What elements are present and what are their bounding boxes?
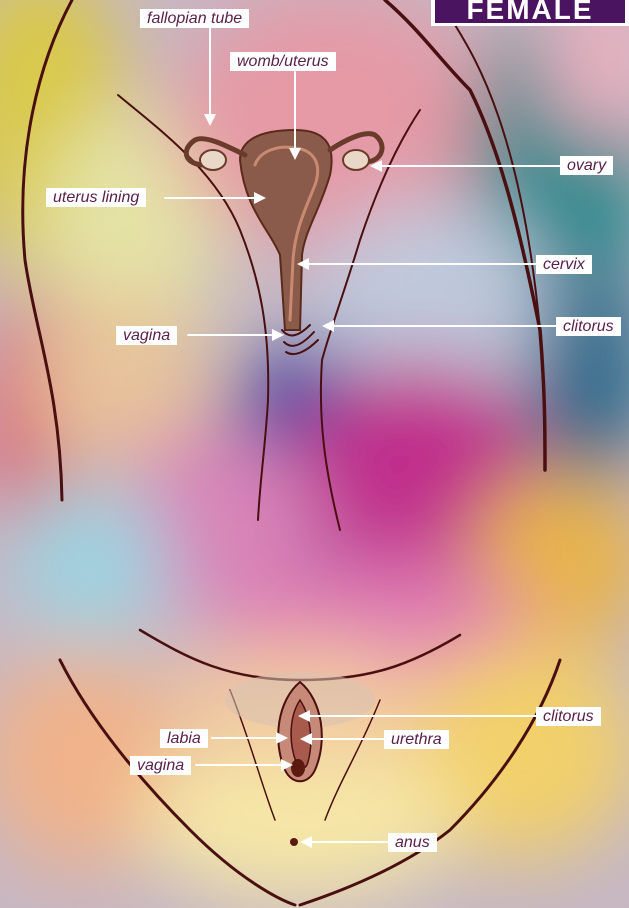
label-uterus-lining: uterus lining — [46, 188, 146, 207]
label-vagina-external: vagina — [130, 756, 191, 775]
label-vagina-internal: vagina — [116, 326, 177, 345]
label-womb-uterus: womb/uterus — [230, 52, 336, 71]
label-labia: labia — [160, 729, 208, 748]
label-clitorus-internal: clitorus — [556, 317, 621, 336]
label-cervix: cervix — [536, 255, 592, 274]
badge-title: FEMALE — [435, 0, 625, 23]
female-badge: FEMALE — [431, 0, 629, 26]
label-clitorus-external: clitorus — [536, 707, 601, 726]
label-anus: anus — [388, 833, 437, 852]
label-fallopian-tube: fallopian tube — [140, 9, 249, 28]
label-urethra: urethra — [384, 730, 449, 749]
label-ovary: ovary — [560, 156, 613, 175]
